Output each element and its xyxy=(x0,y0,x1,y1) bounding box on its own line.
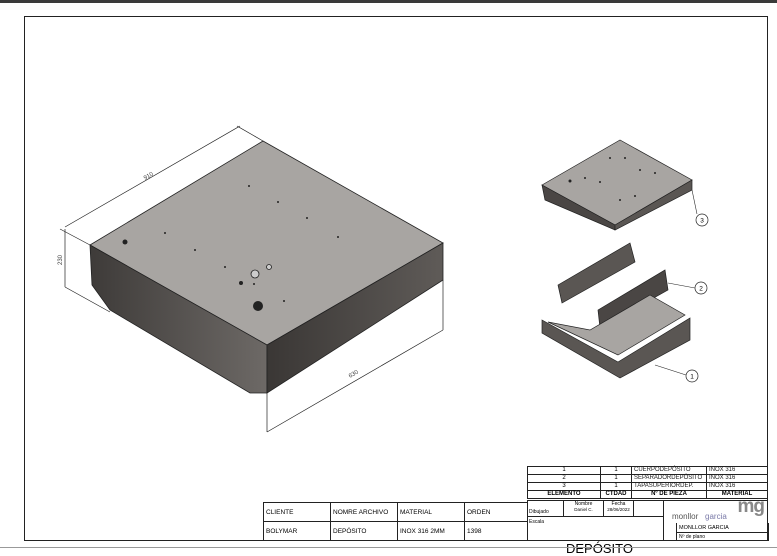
cell: 3 xyxy=(527,482,601,491)
company-name: MONLLOR GARCIA xyxy=(676,523,769,533)
cell: CUERPODEPÓSITO xyxy=(631,466,707,475)
nombre-label: Nombre xyxy=(574,501,593,507)
header-cell: ELEMENTO xyxy=(527,490,601,499)
svg-text:2: 2 xyxy=(699,286,703,293)
viewer-top-bar xyxy=(0,0,777,3)
cell: INOX 316 xyxy=(706,474,768,483)
logo-text-b: garcia xyxy=(705,512,727,521)
header-cell: CLIENTE xyxy=(263,502,331,522)
blank-cell xyxy=(634,501,664,517)
page-bottom-edge xyxy=(0,547,777,556)
cell: 1 xyxy=(600,482,632,491)
header-cell: CTDAD xyxy=(600,490,632,499)
cell: INOX 316 xyxy=(706,466,768,475)
dibujado-cell: Dibujado xyxy=(528,501,564,517)
dimension-lines xyxy=(59,125,444,433)
cell: 1 xyxy=(600,474,632,483)
logo-mark: mg xyxy=(737,496,765,517)
company-logo: mg monllor garcia xyxy=(664,496,768,523)
dimension-height: 230 xyxy=(58,254,64,265)
cell: 1 xyxy=(600,466,632,475)
fecha-value: 28/06/2022 xyxy=(607,507,630,512)
header-cell: NOMRE ARCHIVO xyxy=(330,502,398,522)
cell: 2 xyxy=(527,474,601,483)
dibujado-label: Dibujado xyxy=(529,509,549,515)
escala-label: Escala xyxy=(529,519,545,525)
isometric-tank-view xyxy=(89,140,444,394)
header-cell: Nº DE PIEZA xyxy=(631,490,707,499)
svg-text:1: 1 xyxy=(690,374,694,381)
header-cell: ORDEN xyxy=(464,502,528,522)
cell: INOX 316 2MM xyxy=(397,521,465,541)
cell: DEPÓSITO xyxy=(330,521,398,541)
nombre-value: Daniel C. xyxy=(574,507,593,512)
balloon-3: 3 xyxy=(695,213,709,227)
balloon-2: 2 xyxy=(694,281,708,295)
balloon-1: 1 xyxy=(685,369,699,383)
cell: INOX 316 xyxy=(706,482,768,491)
balloon-leaders xyxy=(654,189,698,376)
header-cell: MATERIAL xyxy=(397,502,465,522)
cell: TAPASUPERIORDEP. xyxy=(631,482,707,491)
plano-label: Nº de plano xyxy=(676,533,769,541)
drawing-title: DEPÓSITO xyxy=(566,541,633,556)
exploded-view xyxy=(541,139,693,379)
drawing-frame xyxy=(24,16,768,541)
svg-text:3: 3 xyxy=(700,218,704,225)
cell: 1398 xyxy=(464,521,528,541)
cell: SEPARADORDEPÓSITO xyxy=(631,474,707,483)
dimension-width: 630 xyxy=(348,369,360,380)
cell: BOLYMAR xyxy=(263,521,331,541)
fecha-label: Fecha xyxy=(611,501,626,507)
logo-text-a: monllor xyxy=(672,512,699,521)
cell: 1 xyxy=(527,466,601,475)
header-cell: MATERIAL xyxy=(706,490,768,499)
dimension-length: 910 xyxy=(143,171,155,182)
